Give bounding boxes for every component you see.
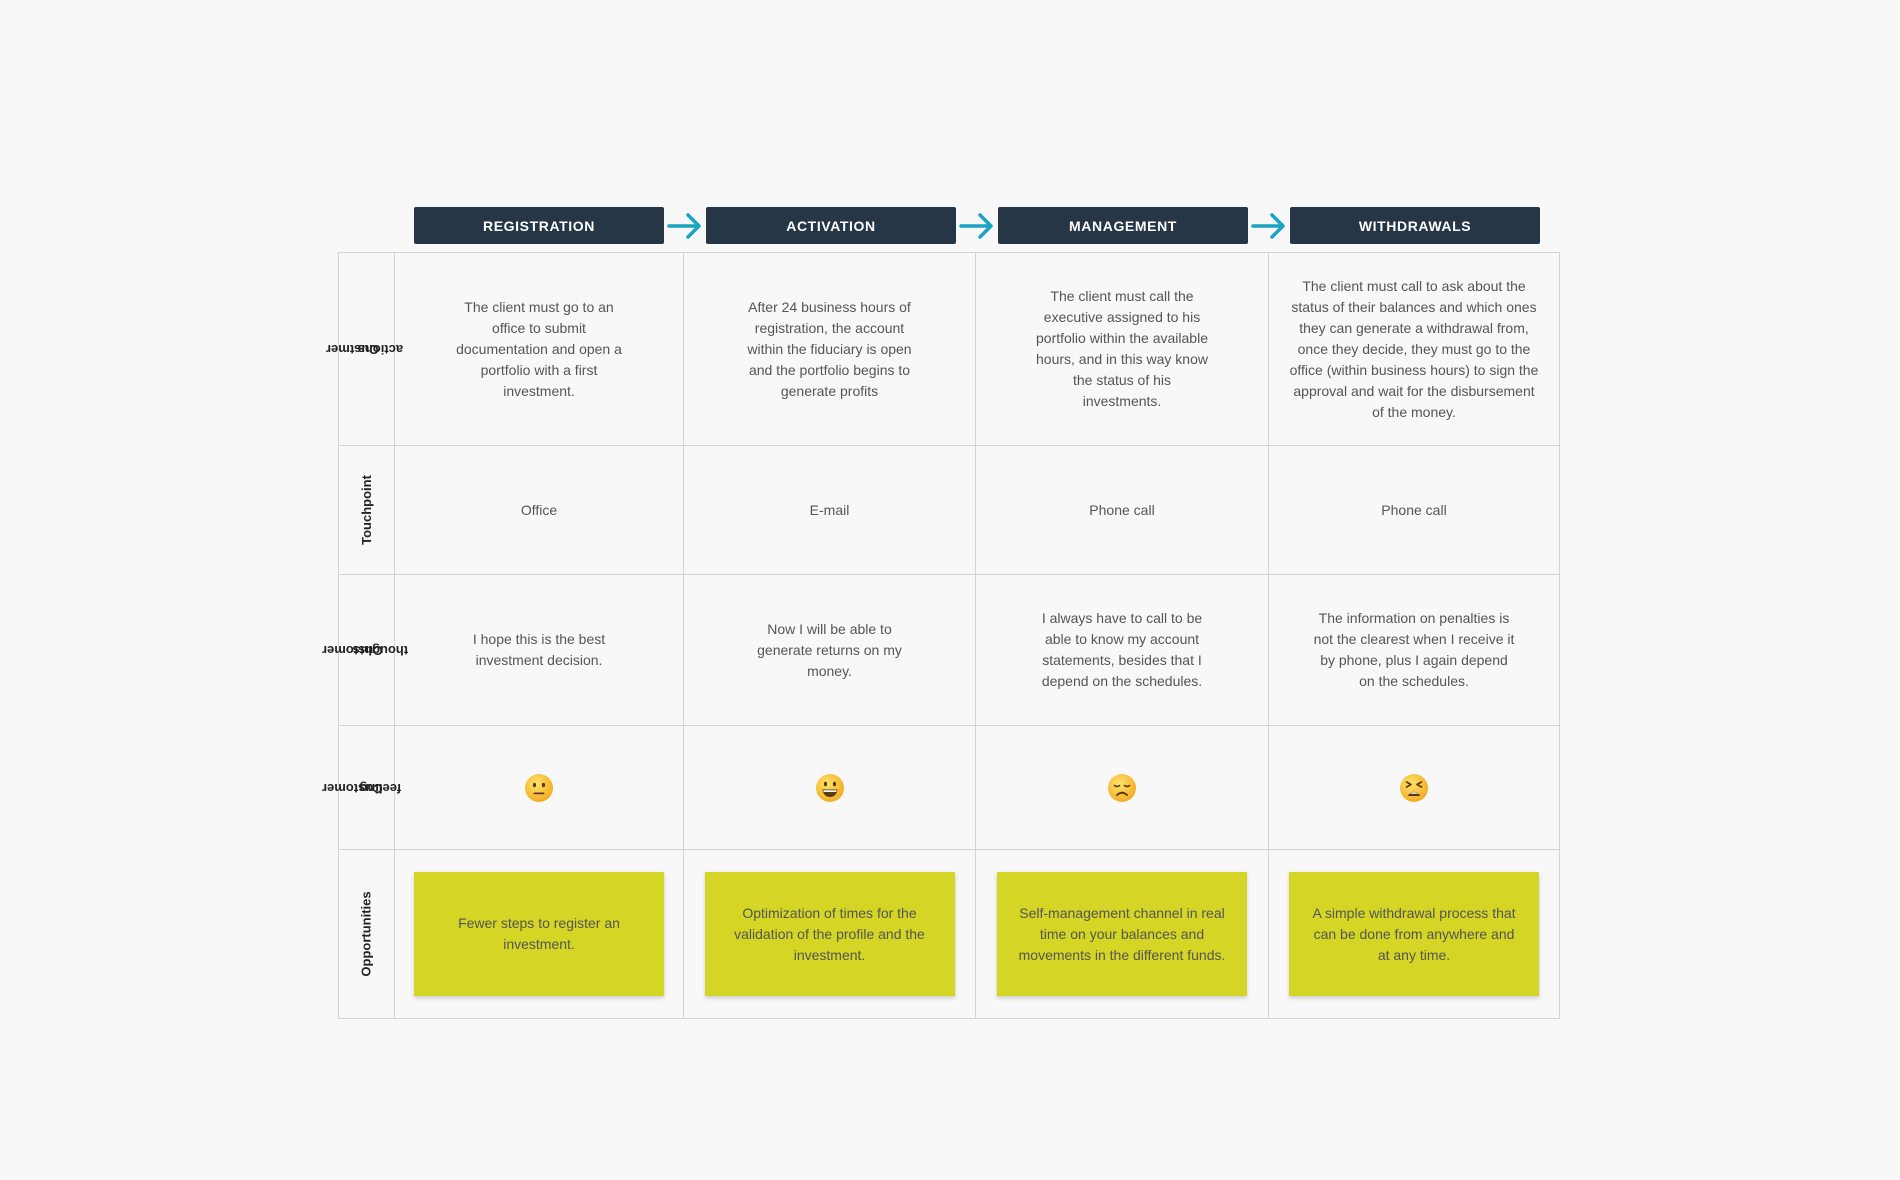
row-header-touchpoint: Touchpoint	[339, 446, 395, 575]
action-cell: After 24 business hours of registration,…	[684, 253, 976, 446]
row-header-opportunities: Opportunities	[339, 850, 395, 1018]
thought-cell: The information on penalties is not the …	[1269, 575, 1559, 726]
arrow-right-icon	[1248, 207, 1290, 244]
stage-activation: ACTIVATION	[706, 207, 956, 244]
tired-face-icon	[1400, 773, 1428, 802]
touchpoint-cell: Phone call	[976, 446, 1269, 575]
journey-stages: REGISTRATION ACTIVATION MANAGEMENT WITHD…	[414, 207, 1540, 244]
neutral-face-icon	[525, 773, 553, 802]
touchpoint-cell: Office	[395, 446, 684, 575]
arrow-right-icon	[956, 207, 998, 244]
opportunity-cell: A simple withdrawal process that can be …	[1269, 850, 1559, 1018]
thought-cell: I hope this is the best investment decis…	[395, 575, 684, 726]
stage-withdrawals: WITHDRAWALS	[1290, 207, 1540, 244]
opportunity-note: Optimization of times for the validation…	[704, 872, 955, 996]
feeling-cell	[684, 726, 976, 850]
touchpoint-cell: E-mail	[684, 446, 976, 575]
opportunity-note: Fewer steps to register an investment.	[414, 872, 664, 996]
arrow-right-icon	[664, 207, 706, 244]
stage-registration: REGISTRATION	[414, 207, 664, 244]
touchpoint-cell: Phone call	[1269, 446, 1559, 575]
feeling-cell	[395, 726, 684, 850]
opportunity-cell: Self-management channel in real time on …	[976, 850, 1269, 1018]
feeling-cell	[976, 726, 1269, 850]
grinning-face-icon	[815, 773, 844, 802]
disappointed-face-icon	[1108, 773, 1136, 802]
opportunity-note: A simple withdrawal process that can be …	[1289, 872, 1539, 996]
opportunity-cell: Optimization of times for the validation…	[684, 850, 976, 1018]
action-cell: The client must call the executive assig…	[976, 253, 1269, 446]
feeling-cell	[1269, 726, 1559, 850]
action-cell: The client must call to ask about the st…	[1269, 253, 1559, 446]
thought-cell: Now I will be able to generate returns o…	[684, 575, 976, 726]
action-cell: The client must go to an office to submi…	[395, 253, 684, 446]
opportunity-note: Self-management channel in real time on …	[997, 872, 1247, 996]
stage-management: MANAGEMENT	[998, 207, 1248, 244]
thought-cell: I always have to call to be able to know…	[976, 575, 1269, 726]
opportunity-cell: Fewer steps to register an investment.	[395, 850, 684, 1018]
